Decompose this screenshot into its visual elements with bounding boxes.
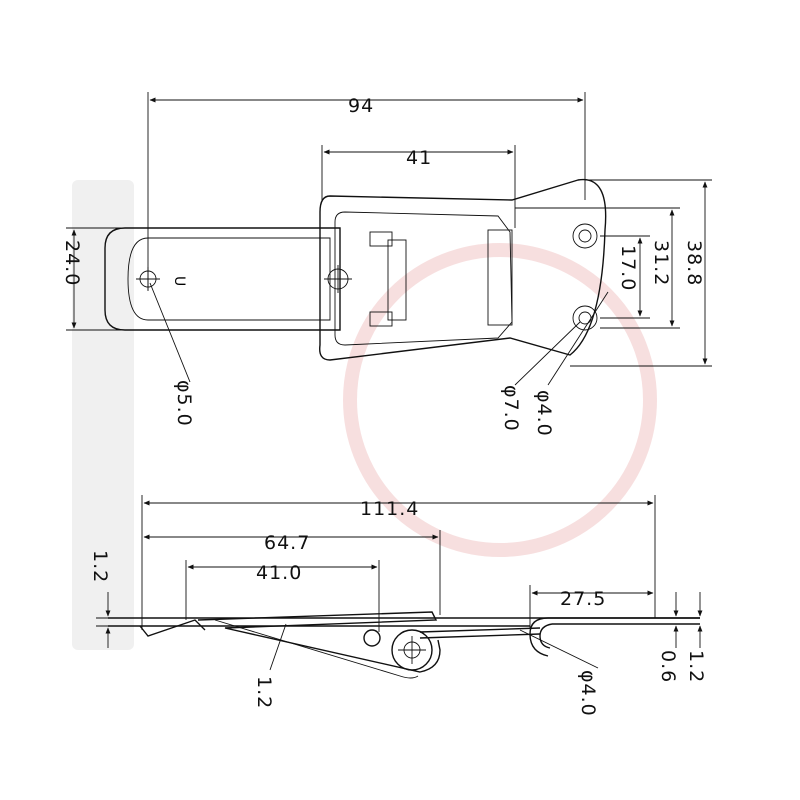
hook-hole-upper	[572, 223, 598, 249]
dim-pivot-diameter: φ4.0	[577, 670, 599, 717]
dim-hook-offset: 27.5	[560, 588, 606, 610]
dim-body-height: 24.0	[61, 240, 83, 286]
dim-clasp-length: 41.0	[256, 562, 302, 584]
dim-overall-length: 94	[348, 95, 374, 117]
dim-mount-hole-diameter: φ5.0	[173, 380, 195, 427]
dim-hook-thickness: 1.2	[685, 650, 707, 683]
dim-outer-diameter: φ7.0	[500, 385, 522, 432]
dim-hole-spacing: 17.0	[617, 245, 639, 291]
dim-lever-thickness: 1.2	[253, 676, 275, 709]
side-view: 111.4 64.7 41.0 27.5 1.2 1.2 0.6 1.2 φ4.…	[89, 495, 707, 717]
watermark	[72, 180, 657, 650]
dim-overall-height: 38.8	[683, 240, 705, 286]
side-pivot	[391, 629, 433, 671]
hook-hole-lower	[572, 305, 598, 331]
svg-text:U: U	[171, 276, 187, 286]
dim-hook-height: 31.2	[650, 240, 672, 286]
dim-hole-diameter: φ4.0	[533, 390, 555, 437]
dim-side-overall-length: 111.4	[360, 498, 419, 520]
top-view: U 94 41 24.0 φ5.0	[61, 92, 712, 437]
dim-left-thickness: 1.2	[89, 550, 111, 583]
side-lever	[197, 611, 441, 673]
clasp-outer	[319, 178, 607, 361]
dim-lever-length: 64.7	[264, 532, 310, 554]
side-hook	[529, 617, 553, 657]
dim-clasp-width: 41	[406, 147, 432, 169]
dim-hook-gap: 0.6	[657, 650, 679, 683]
